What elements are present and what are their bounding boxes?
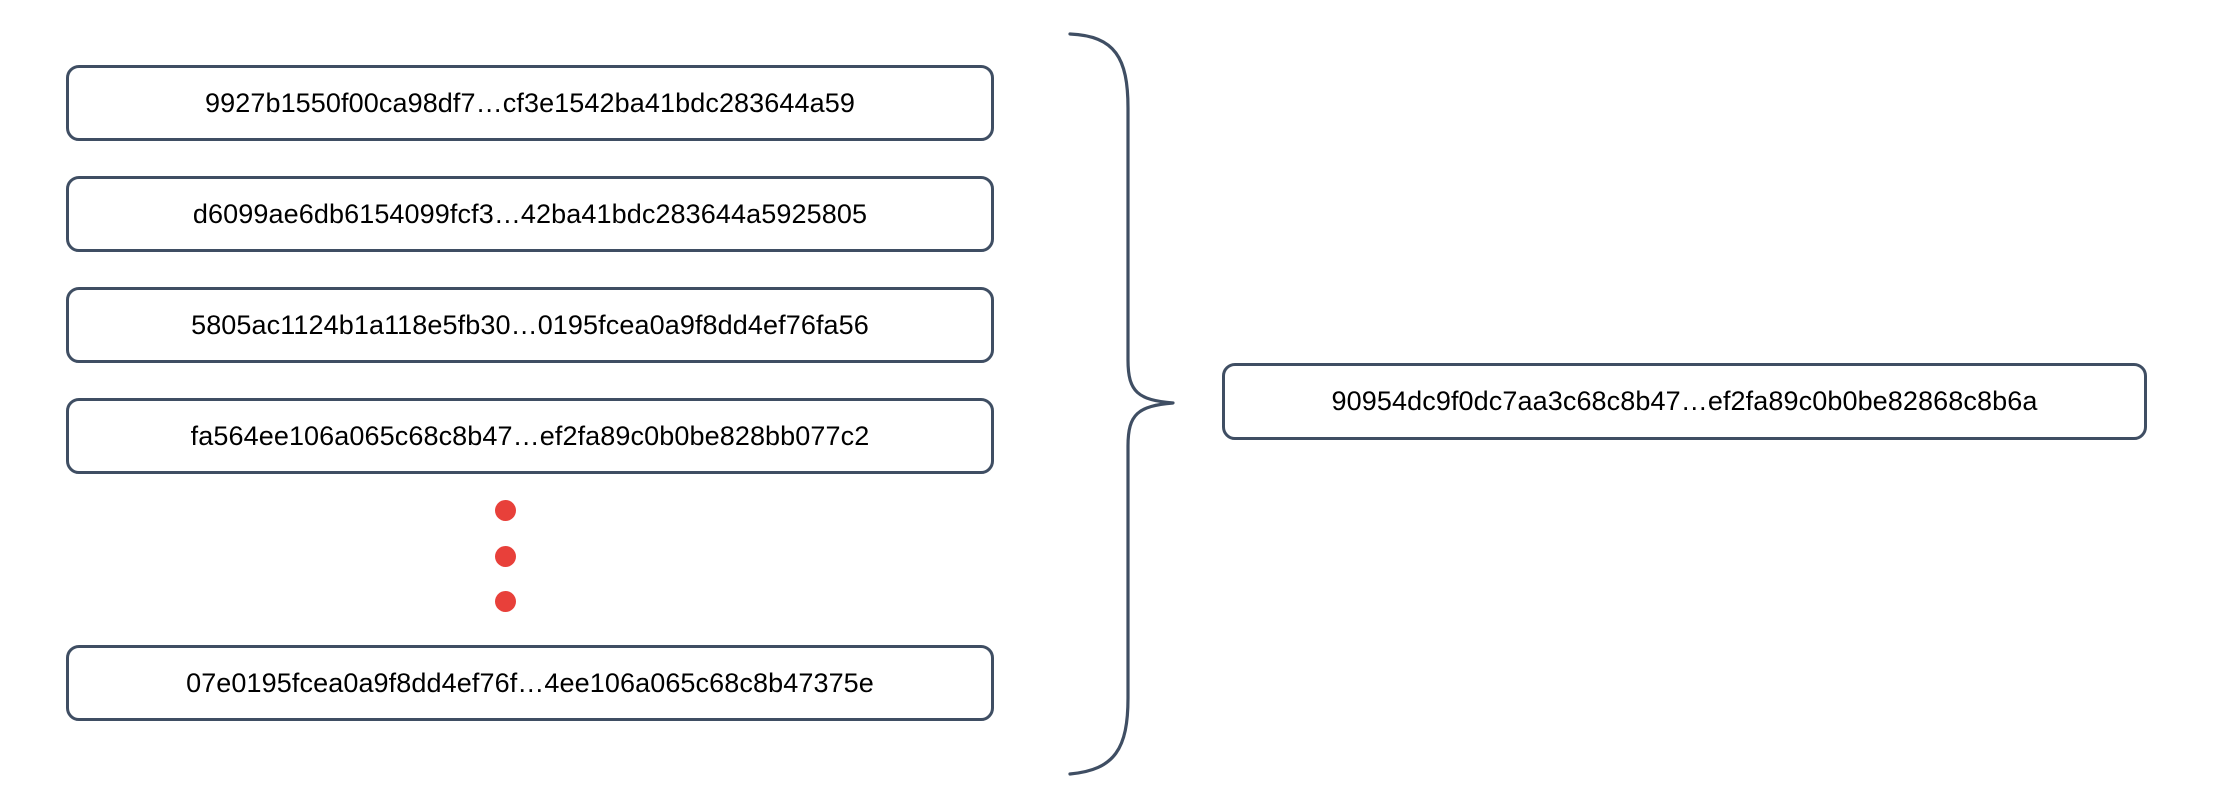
input-hash-box-4[interactable]: fa564ee106a065c68c8b47…ef2fa89c0b0be828b…: [66, 398, 994, 474]
ellipsis-dot-2: [495, 546, 516, 567]
input-hash-text-5: 07e0195fcea0a9f8dd4ef76f…4ee106a065c68c8…: [186, 667, 874, 698]
input-hash-box-1[interactable]: 9927b1550f00ca98df7…cf3e1542ba41bdc28364…: [66, 65, 994, 141]
input-hash-box-5[interactable]: 07e0195fcea0a9f8dd4ef76f…4ee106a065c68c8…: [66, 645, 994, 721]
ellipsis-dot-1: [495, 500, 516, 521]
output-hash-text: 90954dc9f0dc7aa3c68c8b47…ef2fa89c0b0be82…: [1331, 386, 2038, 416]
output-hash-box[interactable]: 90954dc9f0dc7aa3c68c8b47…ef2fa89c0b0be82…: [1222, 363, 2147, 440]
curly-brace-icon: [1040, 30, 1200, 780]
input-hash-box-3[interactable]: 5805ac1124b1a118e5fb30…0195fcea0a9f8dd4e…: [66, 287, 994, 363]
input-hash-text-2: d6099ae6db6154099fcf3…42ba41bdc283644a59…: [192, 198, 868, 229]
vertical-ellipsis-dots-icon: [495, 500, 519, 616]
input-hash-text-1: 9927b1550f00ca98df7…cf3e1542ba41bdc28364…: [204, 87, 855, 118]
input-hash-box-2[interactable]: d6099ae6db6154099fcf3…42ba41bdc283644a59…: [66, 176, 994, 252]
input-hash-text-4: fa564ee106a065c68c8b47…ef2fa89c0b0be828b…: [190, 420, 870, 451]
ellipsis-dot-3: [495, 591, 516, 612]
input-hash-text-3: 5805ac1124b1a118e5fb30…0195fcea0a9f8dd4e…: [191, 309, 869, 340]
